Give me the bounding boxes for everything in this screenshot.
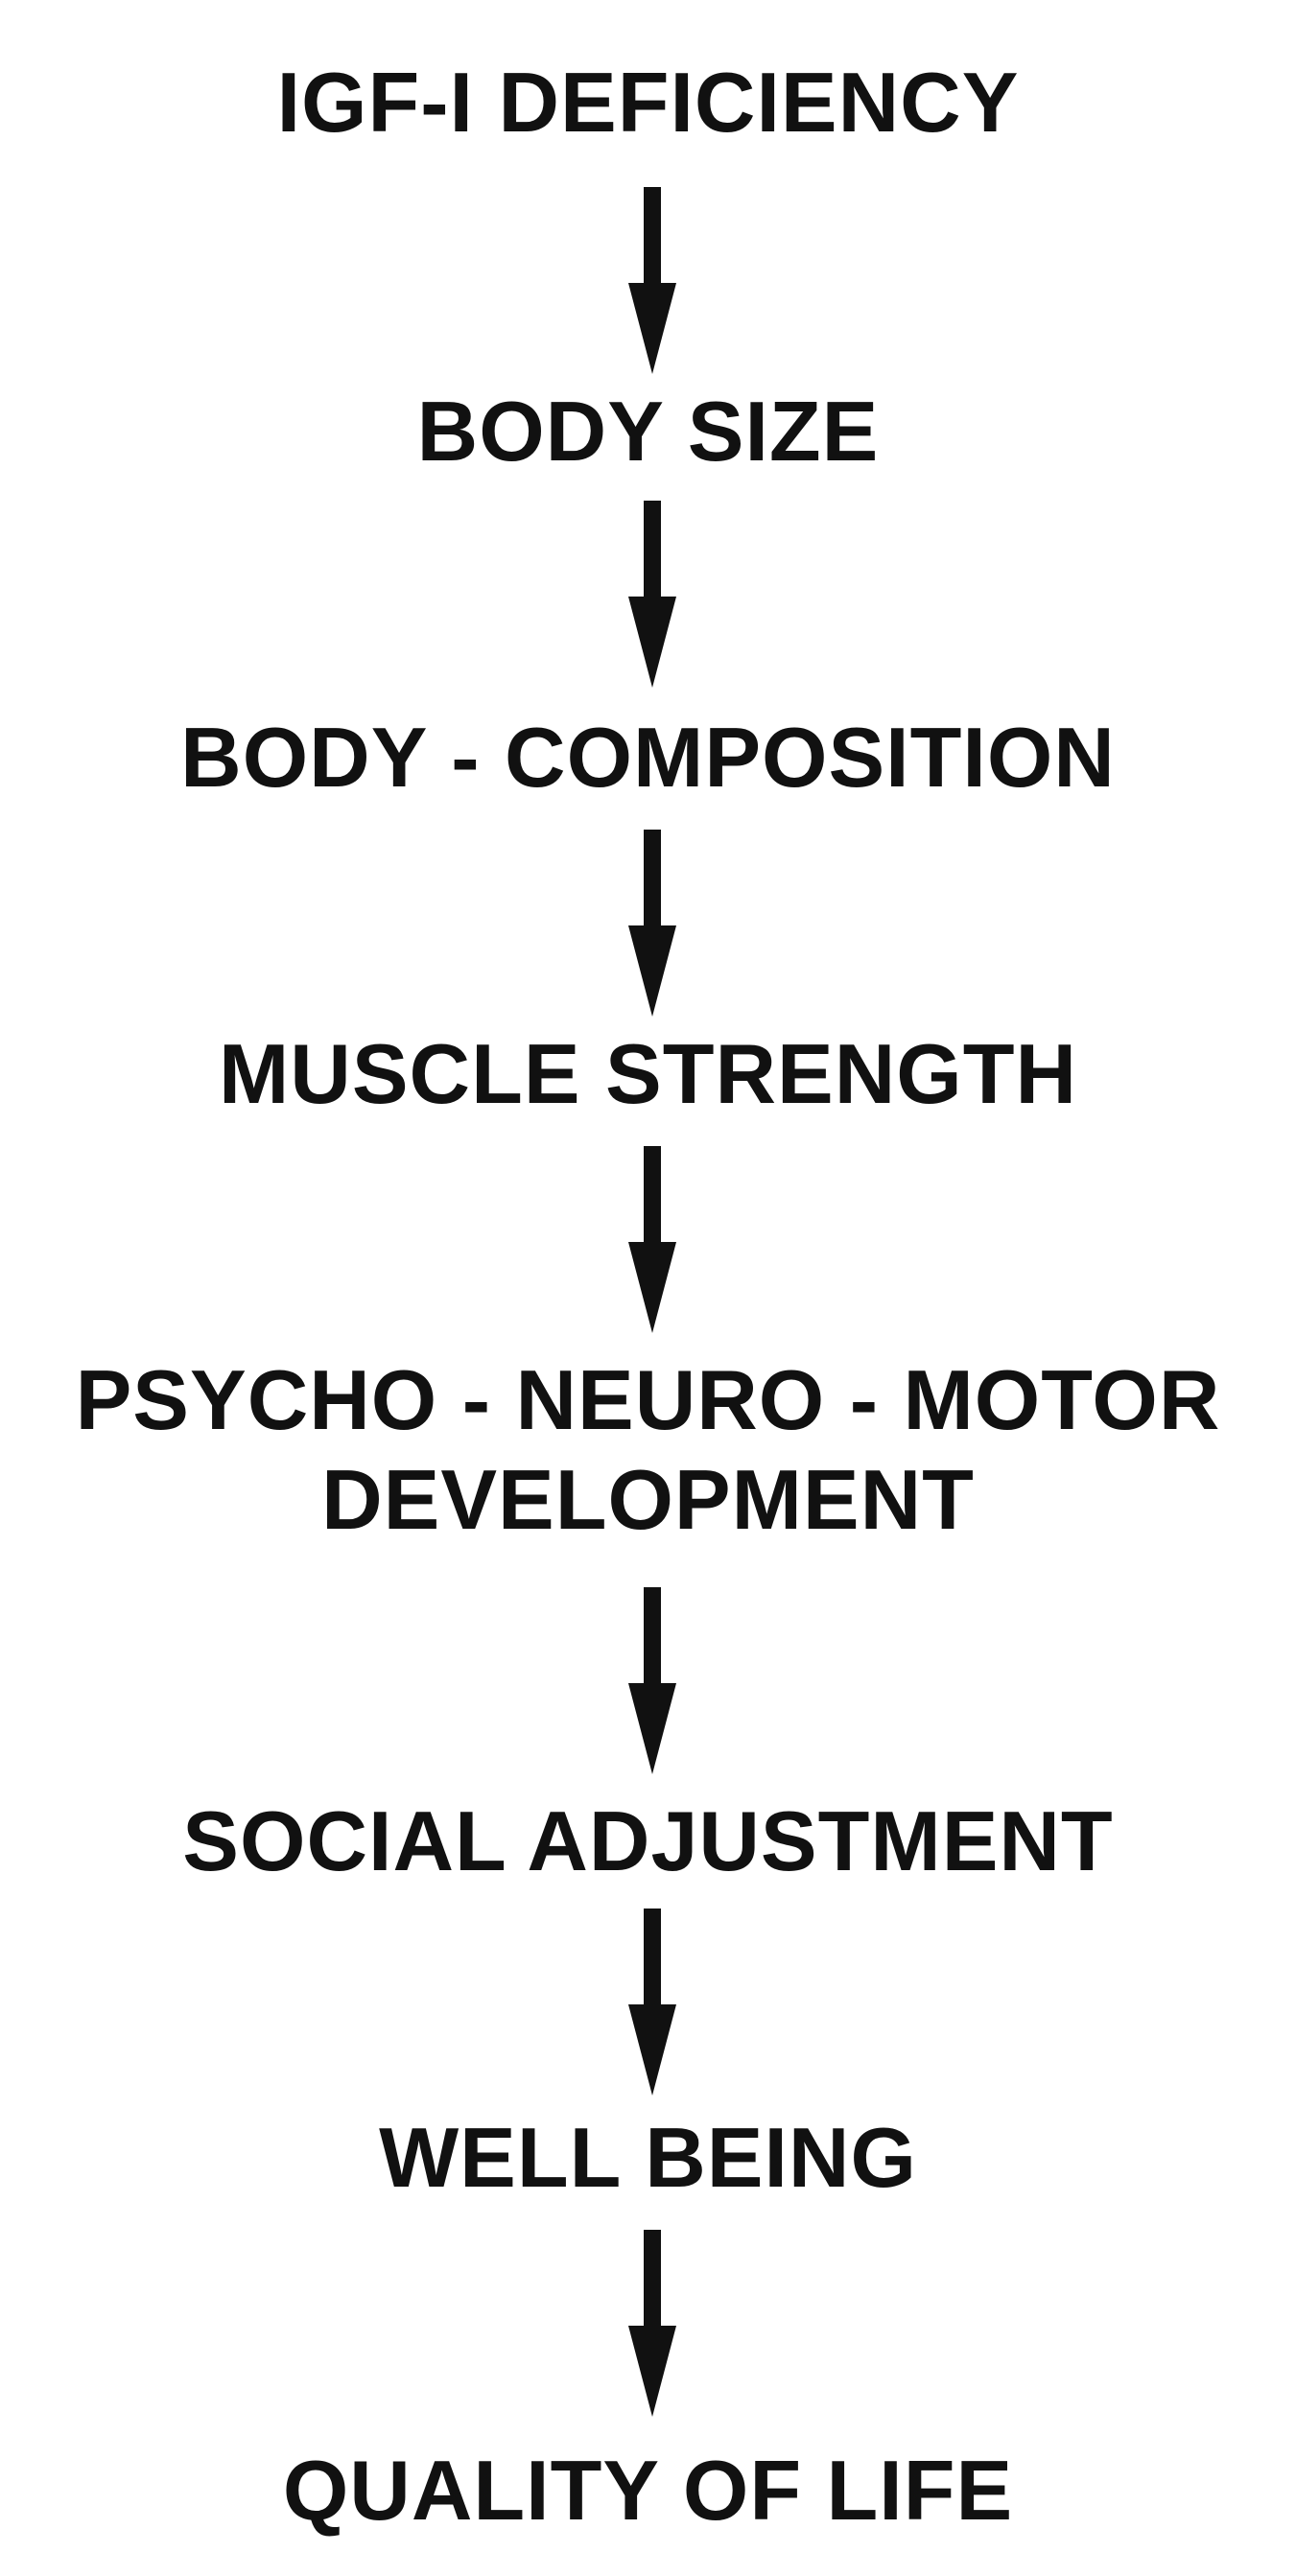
node-label: MUSCLE STRENGTH bbox=[219, 1026, 1077, 1121]
node-label: BODY SIZE bbox=[416, 384, 880, 479]
node-label: QUALITY OF LIFE bbox=[282, 2443, 1014, 2538]
down-arrow-icon bbox=[628, 1587, 676, 1774]
node-psycho-neuro-motor-development: PSYCHO - NEURO - MOTOR DEVELOPMENT bbox=[0, 1350, 1296, 1550]
arrow-strength-to-development bbox=[628, 1146, 676, 1333]
node-quality-of-life: QUALITY OF LIFE bbox=[0, 2441, 1296, 2541]
node-label: IGF-I DEFICIENCY bbox=[276, 55, 1020, 150]
down-arrow-icon bbox=[628, 1909, 676, 2096]
node-muscle-strength: MUSCLE STRENGTH bbox=[0, 1024, 1296, 1124]
down-arrow-icon bbox=[628, 830, 676, 1017]
down-arrow-icon bbox=[628, 1146, 676, 1333]
arrow-wellbeing-to-quality bbox=[628, 2230, 676, 2417]
node-label: BODY - COMPOSITION bbox=[180, 710, 1116, 805]
node-body-composition: BODY - COMPOSITION bbox=[0, 708, 1296, 808]
node-social-adjustment: SOCIAL ADJUSTMENT bbox=[0, 1791, 1296, 1891]
node-body-size: BODY SIZE bbox=[0, 382, 1296, 481]
arrow-composition-to-strength bbox=[628, 830, 676, 1017]
node-label: SOCIAL ADJUSTMENT bbox=[182, 1793, 1114, 1888]
node-label: WELL BEING bbox=[379, 2110, 917, 2205]
down-arrow-icon bbox=[628, 501, 676, 688]
node-well-being: WELL BEING bbox=[0, 2108, 1296, 2208]
arrow-body-size-to-composition bbox=[628, 501, 676, 688]
arrow-development-to-social bbox=[628, 1587, 676, 1774]
arrow-social-to-wellbeing bbox=[628, 1909, 676, 2096]
node-label-line-1: PSYCHO - NEURO - MOTOR bbox=[75, 1352, 1221, 1447]
down-arrow-icon bbox=[628, 187, 676, 374]
node-igf-deficiency: IGF-I DEFICIENCY bbox=[0, 53, 1296, 152]
node-label-line-2: DEVELOPMENT bbox=[321, 1452, 975, 1547]
down-arrow-icon bbox=[628, 2230, 676, 2417]
arrow-igf-to-body-size bbox=[628, 187, 676, 374]
